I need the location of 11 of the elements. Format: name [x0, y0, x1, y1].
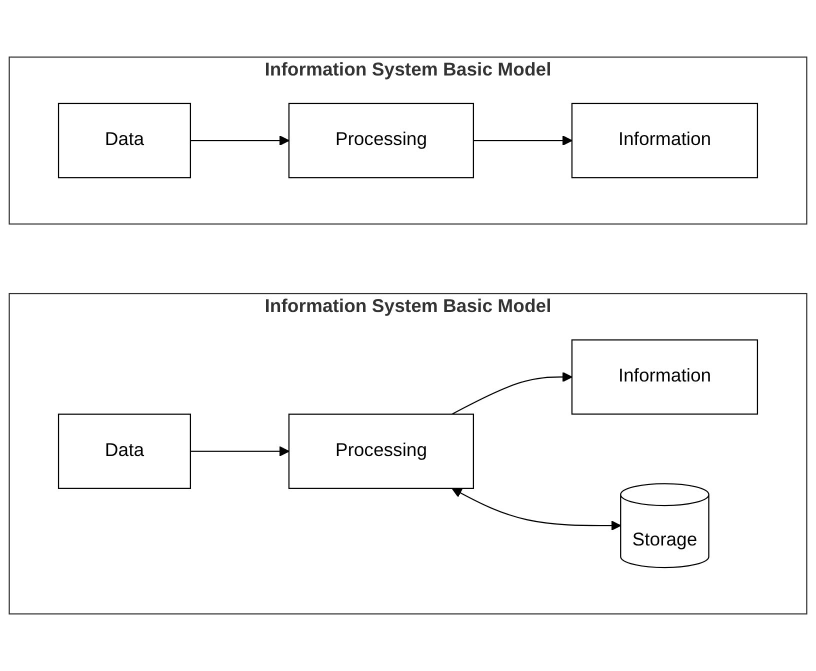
node-box: Data [58, 102, 192, 178]
arrow [190, 446, 290, 456]
node-box: Information [571, 339, 758, 415]
arrow [452, 372, 572, 415]
arrow [452, 488, 622, 531]
node-box: Data [58, 414, 192, 489]
arrow [473, 135, 572, 146]
node-box: Information [571, 102, 758, 178]
arrow [190, 135, 290, 146]
node-box: Processing [288, 414, 474, 489]
node-box: Processing [288, 102, 474, 178]
